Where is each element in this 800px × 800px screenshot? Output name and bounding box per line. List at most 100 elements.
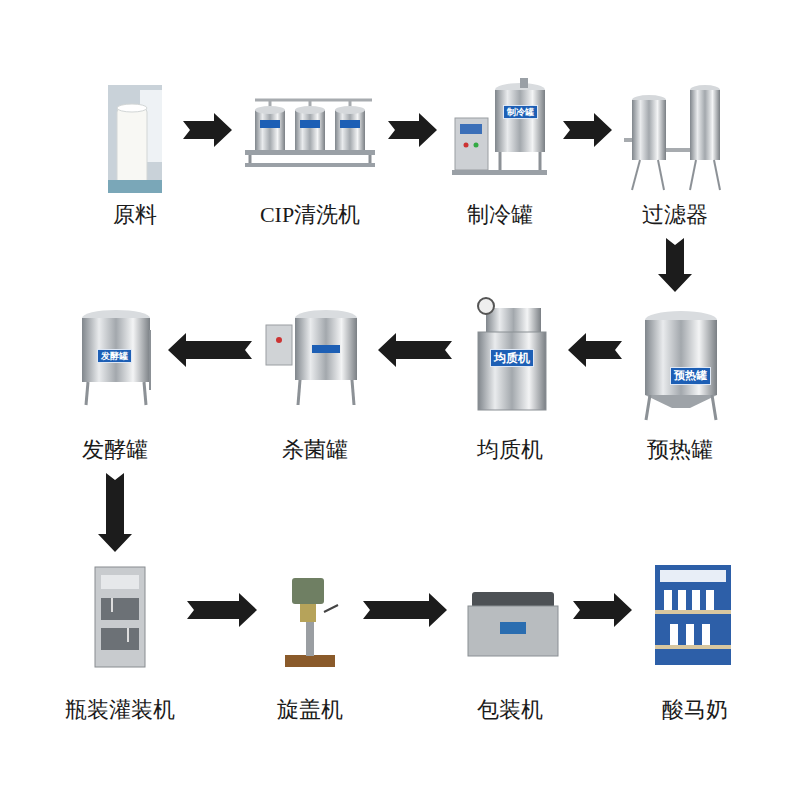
milk-photo-part — [117, 108, 147, 184]
filter-unit — [624, 85, 720, 190]
capping-machine — [285, 578, 338, 667]
cip-machine-part — [335, 110, 365, 150]
product-photo-part — [664, 590, 672, 610]
cip-machine — [245, 100, 375, 167]
chill-tank — [452, 78, 547, 175]
preheat-tank-part — [712, 395, 716, 420]
fermentation-tank-part — [86, 382, 88, 405]
product-photo-part — [655, 645, 731, 649]
flow-arrow — [573, 593, 632, 627]
flow-arrow — [658, 238, 692, 292]
equipment-tag: 制冷罐 — [503, 105, 538, 120]
filter-unit-part — [666, 148, 690, 152]
filter-unit-part — [624, 138, 632, 142]
cip-machine-part — [300, 120, 320, 128]
product-photo-part — [670, 624, 678, 645]
chill-tank-part — [460, 124, 482, 134]
filter-unit-part — [632, 100, 666, 160]
process-step: 制冷罐 — [445, 80, 555, 230]
preheat-tank-part — [645, 320, 717, 395]
step-label: 杀菌罐 — [282, 435, 348, 465]
milk-photo-part — [108, 85, 162, 193]
milk-photo-part — [117, 104, 147, 112]
step-label: 发酵罐 — [82, 435, 148, 465]
bottle-filler — [95, 567, 145, 667]
product-photo-part — [686, 624, 694, 645]
chill-tank-part — [499, 152, 502, 172]
flow-arrow — [363, 593, 447, 627]
process-step: 均质机 — [460, 300, 560, 465]
flow-arrow — [568, 333, 622, 367]
flow-arrow — [563, 113, 612, 147]
sterilizing-tank-part — [276, 337, 282, 343]
chill-tank-part — [520, 78, 528, 88]
process-step: 酸马奶 — [640, 560, 750, 725]
vacuum-packer-part — [500, 622, 526, 634]
homogenizer-part — [478, 332, 546, 410]
process-step: 包装机 — [455, 560, 565, 725]
flow-arrow — [183, 113, 232, 147]
bottle-filler-part — [101, 628, 139, 650]
bottle-filler-part — [95, 567, 145, 667]
preheat-tank-part — [645, 395, 717, 408]
step-label: CIP清洗机 — [260, 200, 360, 230]
process-step: 发酵罐 — [70, 300, 160, 465]
sterilizing-tank-part — [266, 325, 292, 365]
step-label: 制冷罐 — [467, 200, 533, 230]
equipment-tag: 预热罐 — [670, 367, 711, 384]
step-label: 瓶装灌装机 — [65, 695, 175, 725]
step-label: 酸马奶 — [662, 695, 728, 725]
product-photo-part — [702, 624, 710, 645]
preheat-tank-part — [646, 395, 650, 420]
sterilizing-tank — [266, 310, 357, 405]
fermentation-tank-part — [144, 382, 146, 405]
cip-machine-part — [335, 106, 365, 114]
chill-tank-part — [455, 118, 488, 170]
capping-machine-part — [324, 605, 338, 612]
product-photo-part — [706, 590, 714, 610]
bottle-filler-part — [101, 598, 139, 620]
step-label: 预热罐 — [647, 435, 713, 465]
flow-arrow — [388, 113, 437, 147]
cip-machine-part — [340, 120, 360, 128]
milk-photo-part — [108, 180, 162, 193]
cip-machine-part — [245, 150, 375, 155]
bottle-filler-part — [127, 628, 129, 642]
product-photo-part — [660, 570, 726, 582]
process-step: 旋盖机 — [265, 560, 355, 725]
flow-arrow — [378, 333, 452, 367]
process-step: 过滤器 — [620, 80, 730, 230]
filter-unit-part — [690, 160, 696, 190]
step-label: 均质机 — [477, 435, 543, 465]
bottle-filler-part — [111, 598, 113, 612]
chill-tank-part — [452, 170, 547, 175]
capping-machine-part — [300, 604, 316, 622]
product-photo-part — [655, 565, 731, 665]
fermentation-tank-part — [82, 318, 150, 382]
flow-arrow — [168, 333, 252, 367]
homogenizer — [478, 298, 546, 410]
step-label: 旋盖机 — [277, 695, 343, 725]
chill-tank-part — [495, 90, 545, 152]
fermentation-tank — [82, 310, 150, 405]
cip-machine-part — [245, 163, 375, 167]
cip-machine-part — [295, 106, 325, 114]
sterilizing-tank-part — [312, 345, 340, 353]
flow-arrow — [187, 593, 257, 627]
vacuum-packer-part — [468, 606, 558, 656]
process-step: 杀菌罐 — [260, 300, 370, 465]
cip-machine-part — [260, 120, 280, 128]
sterilizing-tank-part — [295, 318, 357, 380]
product-photo-part — [678, 590, 686, 610]
bottle-filler-part — [101, 575, 139, 589]
capping-machine-part — [285, 655, 335, 667]
fermentation-tank-part — [149, 330, 151, 390]
chill-tank-part — [464, 143, 469, 148]
filter-unit-part — [690, 90, 720, 160]
sterilizing-tank-part — [298, 380, 300, 405]
filter-unit-part — [632, 160, 640, 190]
product-photo-part — [655, 610, 731, 614]
